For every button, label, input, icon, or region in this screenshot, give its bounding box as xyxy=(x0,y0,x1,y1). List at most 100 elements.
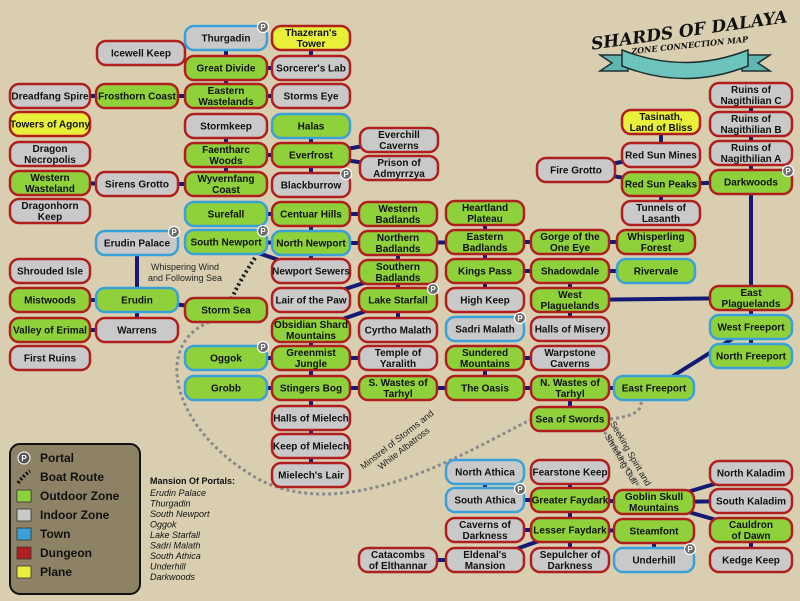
zone-erudin[interactable]: Erudin xyxy=(94,286,180,314)
zone-icewell[interactable]: Icewell Keep xyxy=(95,39,187,67)
zone-kingspass[interactable]: Kings Pass xyxy=(444,257,526,285)
zone-label: Gorge of the xyxy=(540,232,600,243)
zone-northfreeport[interactable]: North Freeport xyxy=(708,342,794,370)
zone-firstruins[interactable]: First Ruins xyxy=(8,344,92,372)
zone-steamfont[interactable]: Steamfont xyxy=(612,517,696,545)
zone-label: East xyxy=(740,288,762,299)
zone-greatdivide[interactable]: Great Divide xyxy=(183,54,269,82)
zone-highkeep[interactable]: High Keep xyxy=(444,286,526,314)
zone-keepofmielech[interactable]: Keep of Mielech xyxy=(270,432,352,460)
zone-newportsewers[interactable]: Newport Sewers xyxy=(270,257,352,285)
zone-everfrost[interactable]: Everfrost xyxy=(270,141,352,169)
zone-centuarhills[interactable]: Centuar Hills xyxy=(270,200,352,228)
legend-item-outdoor: Outdoor Zone xyxy=(16,489,120,503)
zone-northathica[interactable]: North Athica xyxy=(444,458,526,486)
zone-frosthorn[interactable]: Frosthorn Coast xyxy=(94,82,180,110)
zone-towers[interactable]: Towers of Agony xyxy=(8,110,92,138)
zone-theoasis[interactable]: The Oasis xyxy=(444,374,526,402)
zone-firegrotto[interactable]: Fire Grotto xyxy=(535,156,617,184)
zone-surefall[interactable]: Surefall xyxy=(183,200,269,228)
zone-stormsea[interactable]: Storm Sea xyxy=(183,296,269,324)
zone-hallsofmisery[interactable]: Halls of Misery xyxy=(529,315,611,343)
zone-tasinath[interactable]: Tasinath,Land of Bliss xyxy=(620,108,702,136)
zone-halas[interactable]: Halas xyxy=(270,112,352,140)
zone-stingersbog[interactable]: Stingers Bog xyxy=(270,374,352,402)
zone-northkaladim[interactable]: North Kaladim xyxy=(708,459,794,487)
zone-warrens[interactable]: Warrens xyxy=(94,316,180,344)
zone-hallsofmielech[interactable]: Halls of Mielech xyxy=(270,404,352,432)
zone-grobb[interactable]: Grobb xyxy=(183,374,269,402)
zone-greaterfaydark[interactable]: Greater Faydark xyxy=(529,486,611,514)
zone-redsunmines[interactable]: Red Sun Mines xyxy=(620,141,702,169)
zone-valleyoferimal[interactable]: Valley of Erimal xyxy=(8,316,92,344)
zone-northnewport[interactable]: North Newport xyxy=(270,229,352,257)
zone-lesserfaydark[interactable]: Lesser Faydark xyxy=(529,516,611,544)
zone-westfreeport[interactable]: West Freeport xyxy=(708,313,794,341)
zone-shroudedisle[interactable]: Shrouded Isle xyxy=(8,257,92,285)
zone-stormseye[interactable]: Storms Eye xyxy=(270,82,352,110)
zone-eastfreeport[interactable]: East Freeport xyxy=(612,374,696,402)
zone-box xyxy=(529,286,611,314)
zone-kedgekeep[interactable]: Kedge Keep xyxy=(708,546,794,574)
zone-fearstone[interactable]: Fearstone Keep xyxy=(529,458,611,486)
zone-cyrtho[interactable]: Cyrtho Malath xyxy=(357,316,439,344)
zone-mistwoods[interactable]: Mistwoods xyxy=(8,286,92,314)
zone-stormkeep[interactable]: Stormkeep xyxy=(183,112,269,140)
zone-sorcerer[interactable]: Sorcerer's Lab xyxy=(270,54,352,82)
zone-dreadfang[interactable]: Dreadfang Spire xyxy=(8,82,92,110)
zone-shadowdale[interactable]: Shadowdale xyxy=(529,257,611,285)
zone-lairofthepaw[interactable]: Lair of the Paw xyxy=(270,286,352,314)
zone-rivervale[interactable]: Rivervale xyxy=(615,257,697,285)
zone-seaofswords[interactable]: Sea of Swords xyxy=(529,405,611,433)
zone-redsunpeaks[interactable]: Red Sun Peaks xyxy=(620,170,702,198)
zone-southkaladim[interactable]: South Kaladim xyxy=(708,487,794,515)
zone-sirens[interactable]: Sirens Grotto xyxy=(94,170,180,198)
zone-mielechslair[interactable]: Mielech's Lair xyxy=(270,461,352,489)
